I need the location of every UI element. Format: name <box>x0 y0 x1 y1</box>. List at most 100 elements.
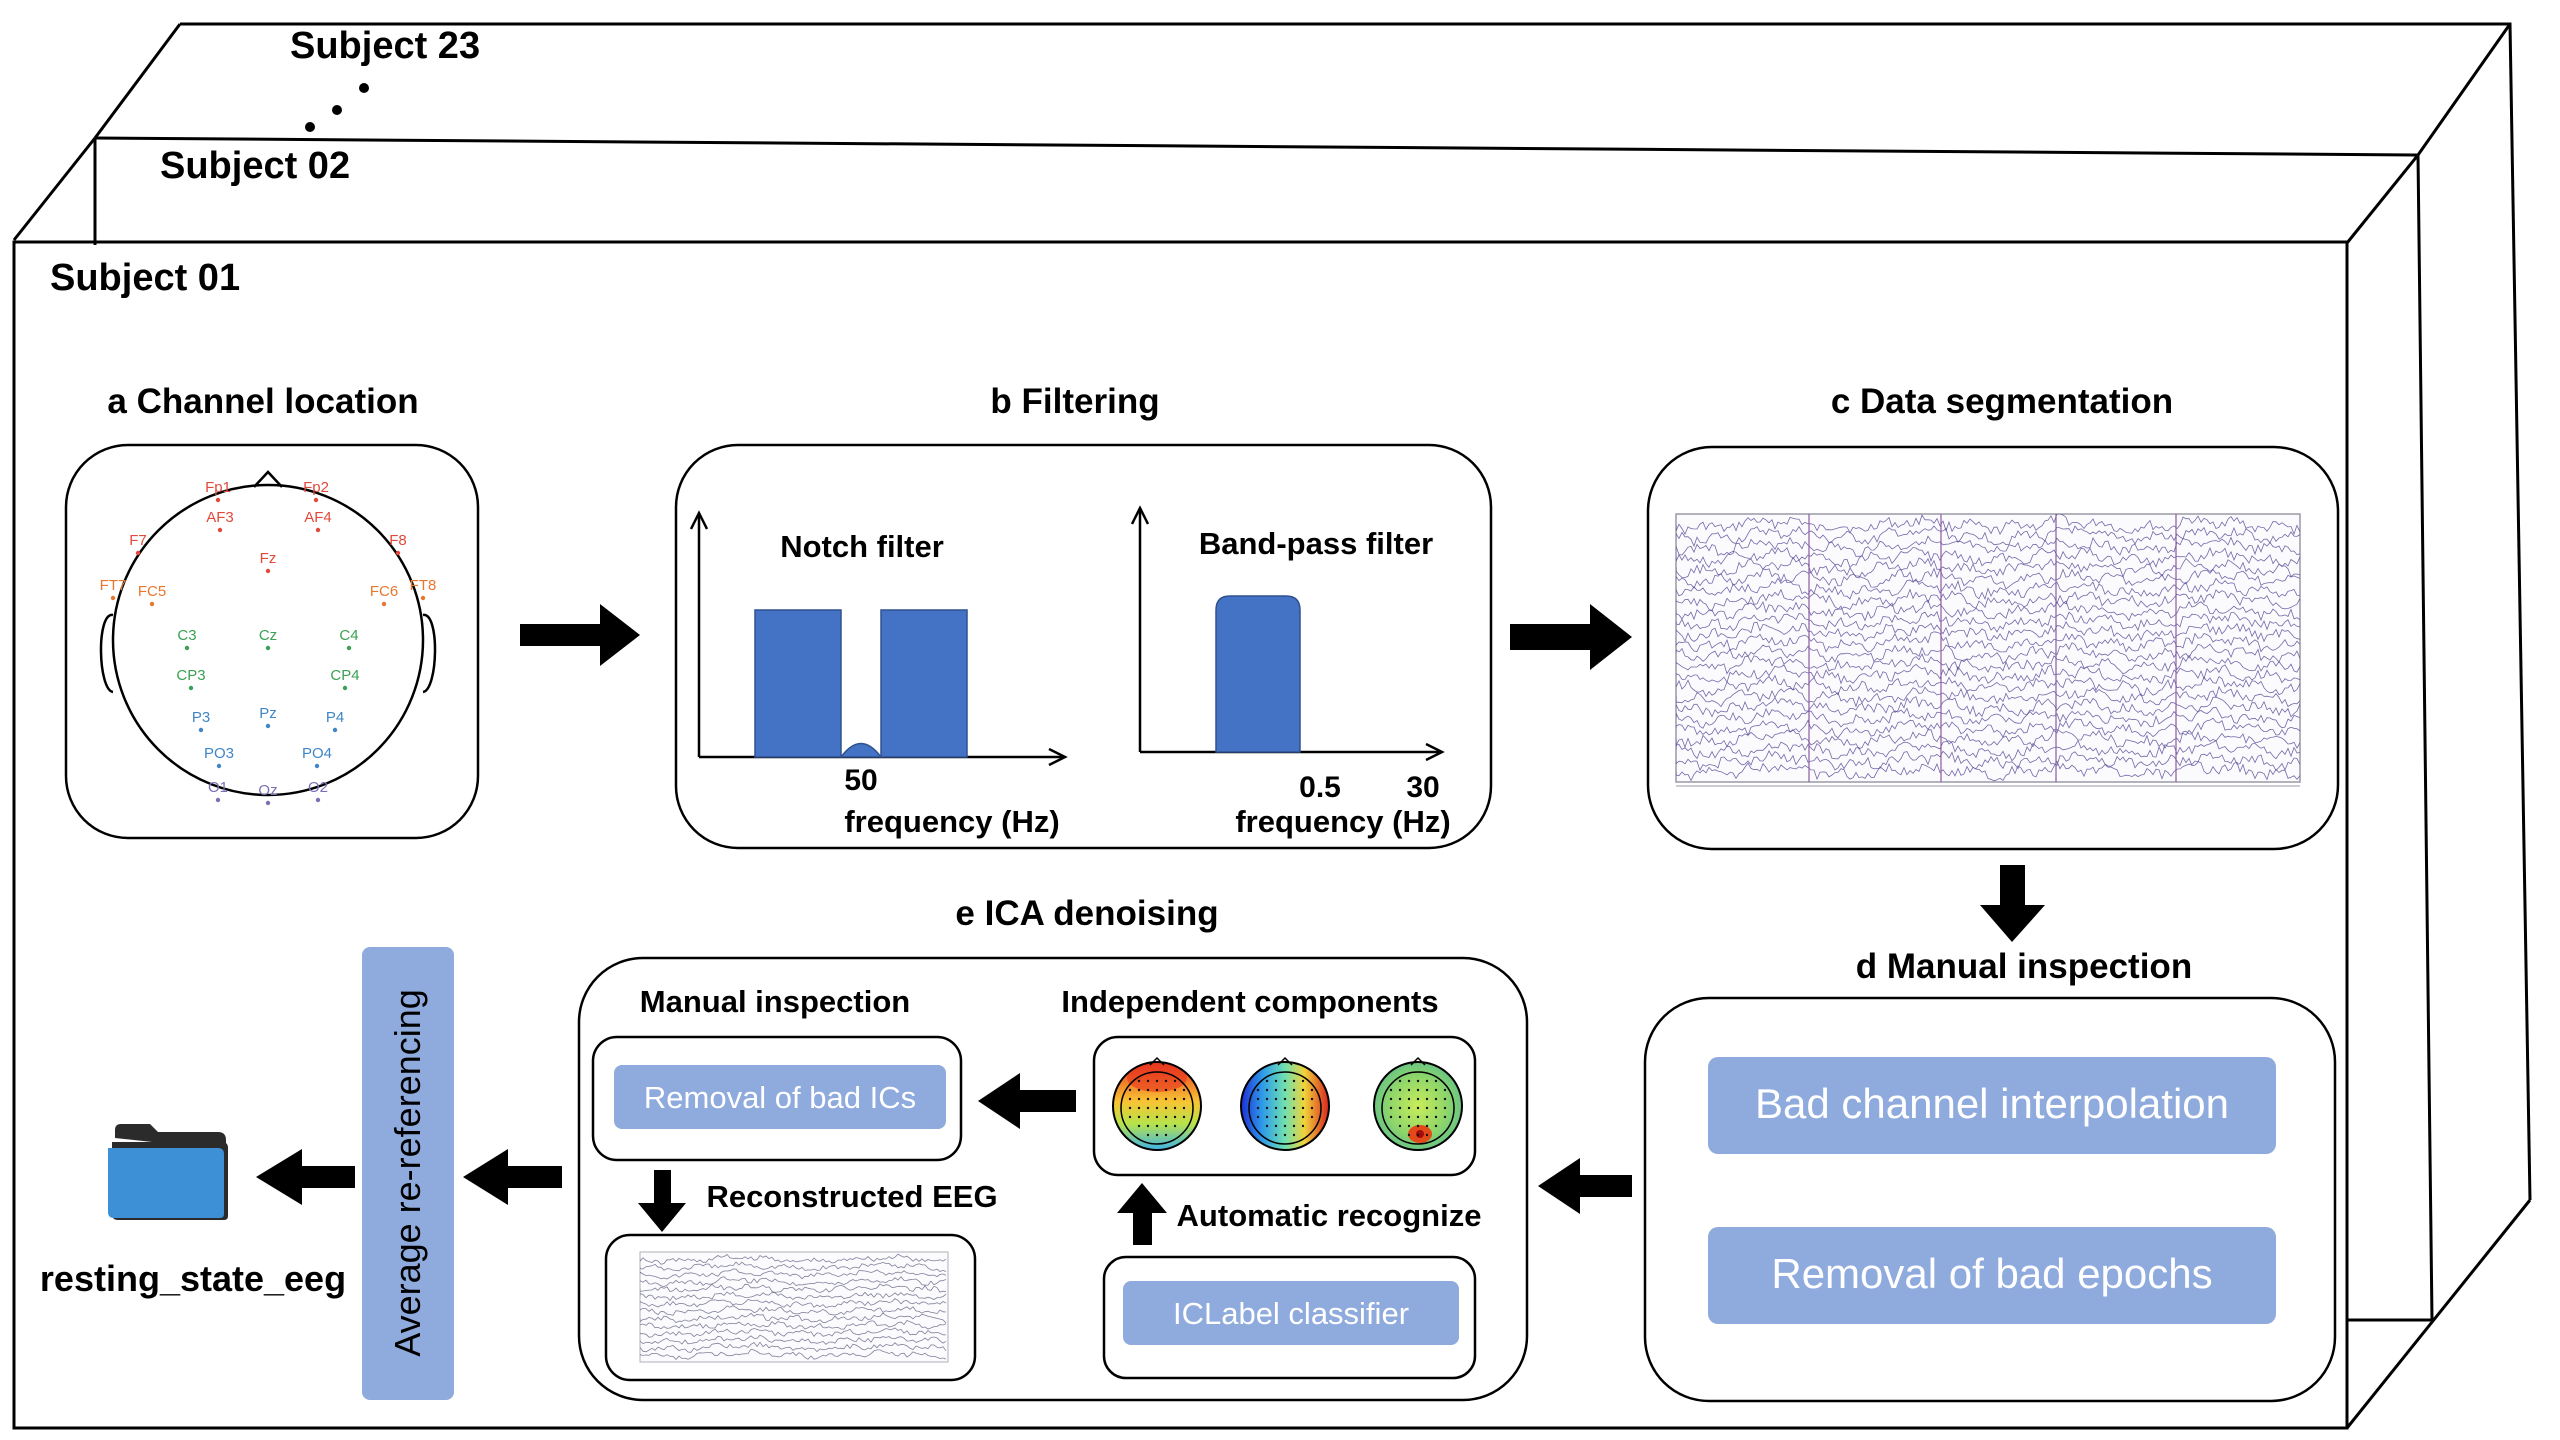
electrode-po4: PO4 <box>302 745 332 769</box>
arrow-b-to-c <box>1510 604 1632 670</box>
sensor-dot <box>1292 1088 1296 1092</box>
sensor-dot <box>1389 1106 1393 1110</box>
sensor-dot <box>1173 1097 1177 1101</box>
notch-dip <box>839 742 883 758</box>
eeg-trace <box>1676 567 2300 590</box>
electrode-label: F8 <box>389 532 407 549</box>
electrode-fp2: Fp2 <box>303 479 329 503</box>
sensor-dot <box>1146 1097 1150 1101</box>
iclabel-classifier-button[interactable]: ICLabel classifier <box>1123 1281 1459 1345</box>
electrode-cp3: CP3 <box>176 667 206 691</box>
eeg-trace <box>640 1305 947 1316</box>
sensor-dot <box>1416 1133 1420 1137</box>
sensor-dot <box>1146 1088 1150 1092</box>
notch-filter-title: Notch filter <box>780 529 944 564</box>
sensor-dot <box>1407 1115 1411 1119</box>
sensor-dot <box>1155 1079 1159 1083</box>
electrode-f7: F7 <box>129 532 147 556</box>
sensor-dot <box>1398 1115 1402 1119</box>
sensor-dot <box>1407 1106 1411 1110</box>
eeg-trace <box>640 1276 947 1288</box>
sensor-dot <box>1137 1106 1141 1110</box>
electrode-label: AF4 <box>304 509 332 526</box>
sensor-dot <box>1398 1124 1402 1128</box>
sensor-dot <box>1256 1097 1260 1101</box>
electrode-cp4: CP4 <box>330 667 360 691</box>
electrode-label: C3 <box>177 627 196 644</box>
electrode-label: F7 <box>129 532 147 549</box>
sensor-dot <box>1443 1097 1447 1101</box>
sensor-dot <box>1182 1097 1186 1101</box>
sensor-dot <box>1425 1088 1429 1092</box>
notch-bar-right <box>880 609 968 758</box>
electrode-af3: AF3 <box>206 509 234 533</box>
panel-d-title: d Manual inspection <box>1856 947 2192 986</box>
bandpass-bar <box>1215 595 1301 753</box>
sensor-dot <box>1164 1079 1168 1083</box>
sensor-dot <box>1434 1115 1438 1119</box>
sensor-dot <box>1425 1079 1429 1083</box>
eeg-trace <box>640 1291 947 1302</box>
sensor-dot <box>1434 1097 1438 1101</box>
bad-channel-interpolation-label: Bad channel interpolation <box>1755 1080 2229 1127</box>
arrow-a-to-b <box>520 604 640 666</box>
electrode-cz: Cz <box>259 627 277 651</box>
electrode-f8: F8 <box>389 532 407 556</box>
sensor-dot <box>1292 1133 1296 1137</box>
removal-of-bad-ics-button[interactable]: Removal of bad ICs <box>614 1065 946 1129</box>
sensor-dot <box>1164 1088 1168 1092</box>
sensor-dot <box>1137 1097 1141 1101</box>
removal-of-bad-epochs-button[interactable]: Removal of bad epochs <box>1708 1227 2276 1324</box>
sensor-dot <box>1398 1088 1402 1092</box>
electrode-label: PO4 <box>302 745 332 762</box>
electrode-ft8: FT8 <box>410 577 436 601</box>
sensor-dot <box>1182 1088 1186 1092</box>
sensor-dot <box>1407 1133 1411 1137</box>
eeg-trace <box>640 1334 947 1345</box>
independent-components-label: Independent components <box>1061 984 1438 1019</box>
eeg-trace <box>1676 696 2300 718</box>
electrode-label: CP3 <box>176 667 205 684</box>
sensor-dot <box>1265 1115 1269 1119</box>
sensor-dot <box>1407 1079 1411 1083</box>
sensor-dot <box>1283 1088 1287 1092</box>
electrode-label: Pz <box>259 705 277 722</box>
folder-icon[interactable] <box>108 1124 228 1220</box>
average-rereferencing-block[interactable]: Average re-referencing <box>362 947 454 1400</box>
notch-filter-plot <box>689 510 1068 767</box>
subject-stack-frame <box>12 22 2532 1430</box>
eeg-trace <box>640 1268 947 1280</box>
arrow-iclabel-to-ic <box>1117 1183 1167 1245</box>
electrode-ft7: FT7 <box>100 577 126 601</box>
sensor-dot <box>1310 1097 1314 1101</box>
sensor-dot <box>1265 1088 1269 1092</box>
electrode-label: AF3 <box>206 509 234 526</box>
sensor-dot <box>1301 1079 1305 1083</box>
electrode-label: FC6 <box>370 583 398 600</box>
sensor-dot <box>1155 1106 1159 1110</box>
removal-of-bad-ics-label: Removal of bad ICs <box>644 1080 916 1115</box>
sensor-dot <box>1265 1097 1269 1101</box>
sensor-dot <box>1128 1115 1132 1119</box>
sensor-dot <box>1389 1088 1393 1092</box>
electrode-oz: Oz <box>258 782 278 806</box>
eeg-trace <box>1676 750 2300 772</box>
bad-channel-interpolation-button[interactable]: Bad channel interpolation <box>1708 1057 2276 1154</box>
sensor-dot <box>1146 1133 1150 1137</box>
sensor-dot <box>1398 1106 1402 1110</box>
ic-topomap-1 <box>1112 1056 1202 1151</box>
resting-state-eeg-label[interactable]: resting_state_eeg <box>40 1258 346 1299</box>
sensor-dot <box>1310 1106 1314 1110</box>
electrode-c3: C3 <box>177 627 197 651</box>
sensor-dot <box>1274 1124 1278 1128</box>
sensor-dot <box>1398 1079 1402 1083</box>
notch-tick-50: 50 <box>844 764 877 797</box>
sensor-dot <box>1146 1124 1150 1128</box>
sensor-dot <box>1310 1088 1314 1092</box>
eeg-trace <box>1676 610 2300 633</box>
sensor-dot <box>1434 1106 1438 1110</box>
sensor-dot <box>1274 1106 1278 1110</box>
sensor-dot <box>1155 1133 1159 1137</box>
sensor-dot <box>1425 1106 1429 1110</box>
